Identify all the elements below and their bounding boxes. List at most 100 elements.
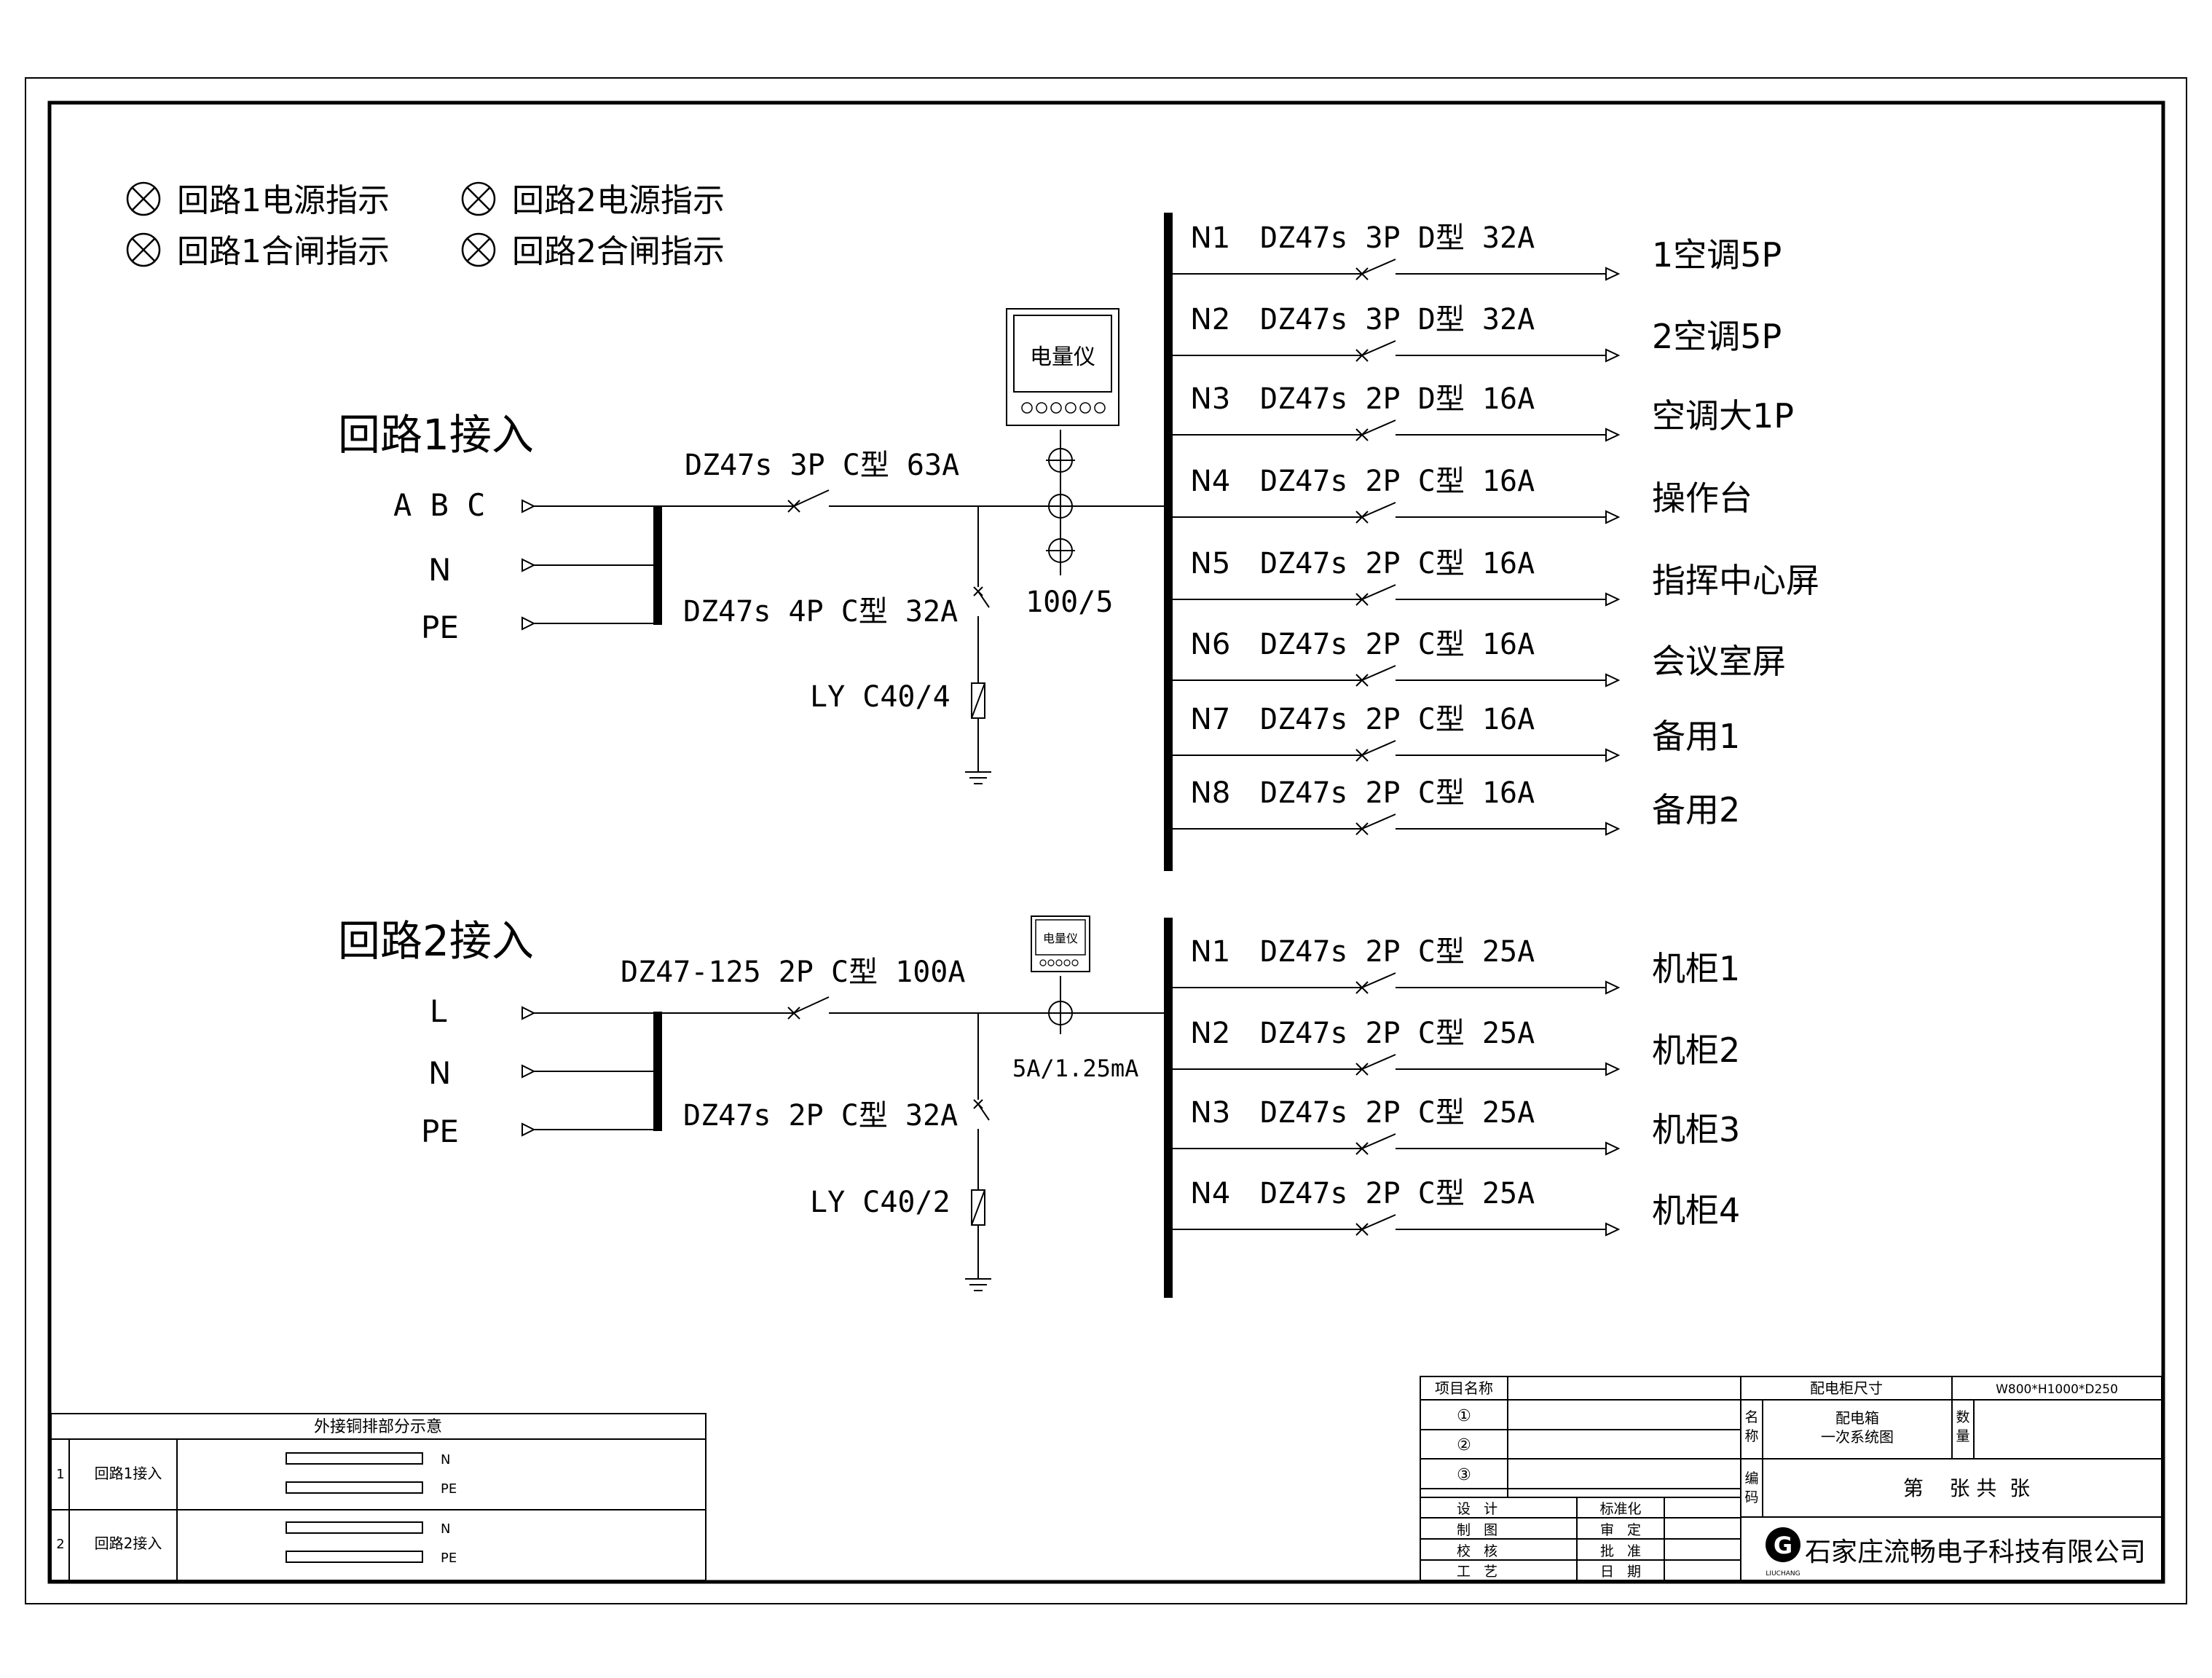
input-terminals [521, 1006, 656, 1137]
copper-bar-icon [286, 1551, 423, 1563]
quantity-label: 数 [1956, 1409, 1969, 1425]
item-number: ③ [1457, 1466, 1471, 1484]
branch-id: N4 [1190, 1177, 1230, 1210]
power-meter-icon [1031, 915, 1090, 972]
indicator-legend: 回路1电源指示 回路2电源指示 回路1合闸指示 回路2合闸指示 [126, 181, 725, 270]
branch-id: N1 [1190, 221, 1230, 255]
branch-circuit: N8 DZ47s 2P C型 16A 备用2 [1173, 776, 1740, 836]
power-meter-label: 电量仪 [1030, 344, 1095, 370]
circuit-1: 回路1接入 A B C N PE DZ47s 3P C型 63A [338, 213, 1173, 871]
branch-load-label: 备用2 [1652, 790, 1740, 830]
spd-label: LY C40/4 [810, 680, 950, 714]
drawing-frame [47, 101, 2165, 1584]
branch-breaker-label: DZ47s 2P C型 16A [1260, 703, 1535, 736]
item-number: ① [1457, 1407, 1471, 1425]
company-logo-icon: G LIUCHANG [1766, 1527, 1800, 1577]
current-transformer-icon [1046, 976, 1075, 1034]
branch-id: N3 [1190, 382, 1230, 416]
output-arrow-icon [1605, 748, 1621, 763]
spd-label: LY C40/2 [810, 1186, 950, 1219]
table-row-name: 回路2接入 [95, 1535, 162, 1552]
role-label: 制 图 [1457, 1522, 1497, 1538]
name-label: 名 [1744, 1409, 1758, 1425]
title-block: 项目名称 ① ② ③ 配电柜尺寸 W800*H1000*D250 名 称 配电箱… [1420, 1376, 2162, 1581]
branch-breaker-symbol [1173, 972, 1621, 995]
branch-load-label: 机柜2 [1652, 1031, 1740, 1070]
branch-breaker-label: DZ47s 3P D型 32A [1260, 221, 1535, 255]
role-label: 日 期 [1600, 1564, 1641, 1580]
neutral-label: N [428, 1055, 451, 1091]
branch-breaker-symbol [1173, 340, 1621, 363]
sheet-count: 第 张 共 张 [1903, 1476, 2030, 1500]
branch-breaker-symbol [1173, 1054, 1621, 1076]
output-arrow-icon [1605, 592, 1621, 607]
branch-load-label: 机柜4 [1652, 1191, 1740, 1230]
table-row-name: 回路1接入 [95, 1465, 162, 1482]
spd-breaker-label: DZ47s 4P C型 32A [683, 595, 958, 629]
phase-label: L [430, 993, 447, 1029]
branch-load-label: 空调大1P [1652, 396, 1794, 436]
output-arrow-icon [1605, 428, 1621, 442]
branch-breaker-label: DZ47s 2P C型 16A [1260, 547, 1535, 580]
output-arrow-icon [1605, 822, 1621, 836]
output-arrow-icon [1605, 1222, 1621, 1237]
name-label: 称 [1744, 1428, 1758, 1444]
branch-circuit: N3 DZ47s 2P C型 25A 机柜3 [1173, 1096, 1740, 1156]
pe-label: PE [421, 610, 459, 645]
copper-bar-icon [286, 1452, 423, 1465]
branch-circuit: N6 DZ47s 2P C型 16A 会议室屏 [1173, 628, 1786, 688]
code-label: 编 [1744, 1470, 1758, 1486]
indicator-lamp-icon [461, 181, 496, 216]
quantity-label: 量 [1956, 1428, 1969, 1444]
input-terminals [521, 499, 656, 631]
indicator-label: 回路1电源指示 [177, 182, 390, 219]
item-number: ② [1457, 1436, 1471, 1454]
branch-load-label: 机柜1 [1652, 949, 1740, 988]
branch-breaker-symbol [1173, 1133, 1621, 1156]
neutral-label: N [428, 552, 451, 588]
branch-id: N8 [1190, 776, 1230, 810]
role-label: 校 核 [1457, 1543, 1497, 1559]
branch-breaker-label: DZ47s 2P C型 16A [1260, 628, 1535, 661]
copper-bar-icon [286, 1481, 423, 1494]
branch-breaker-symbol [1173, 502, 1621, 524]
bar-label: N [441, 1452, 450, 1468]
ct-ratio-label: 100/5 [1026, 586, 1113, 619]
branch-breaker-label: DZ47s 2P C型 25A [1260, 935, 1535, 969]
circuit-2-title: 回路2接入 [338, 916, 534, 966]
code-label: 码 [1744, 1489, 1758, 1505]
role-label: 标准化 [1599, 1501, 1641, 1517]
branch-load-label: 备用1 [1652, 717, 1740, 756]
circuit-1-title: 回路1接入 [338, 410, 534, 460]
copper-bar-icon [286, 1521, 423, 1534]
company-name: 石家庄流畅电子科技有限公司 [1805, 1537, 2146, 1567]
branch-circuit: N3 DZ47s 2P D型 16A 空调大1P [1173, 382, 1794, 442]
branch-breaker-label: DZ47s 3P D型 32A [1260, 303, 1535, 336]
spd-branch [971, 1013, 990, 1279]
branch-breaker-label: DZ47s 2P C型 25A [1260, 1096, 1535, 1130]
circuit-2: 回路2接入 L N PE DZ47-125 2P C型 100A [338, 915, 1173, 1298]
table-row-number: 1 [56, 1467, 64, 1482]
branch-load-label: 机柜3 [1652, 1110, 1740, 1149]
ground-icon [965, 1278, 991, 1291]
branch-breaker-label: DZ47s 2P C型 16A [1260, 776, 1535, 810]
indicator-label: 回路1合闸指示 [177, 233, 390, 270]
busbar-table: 外接铜排部分示意 1 回路1接入 N PE 2 回路2接入 N PE [50, 1413, 706, 1581]
branch-id: N3 [1190, 1096, 1230, 1130]
output-arrow-icon [1605, 510, 1621, 524]
branch-load-label: 会议室屏 [1652, 642, 1786, 681]
output-arrow-icon [1605, 1141, 1621, 1156]
branch-breaker-symbol [1173, 814, 1621, 836]
branch-load-label: 指挥中心屏 [1652, 561, 1819, 600]
cabinet-size-value: W800*H1000*D250 [1996, 1382, 2118, 1397]
output-arrow-icon [1605, 348, 1621, 363]
cabinet-size-label: 配电柜尺寸 [1810, 1379, 1883, 1397]
branch-breaker-label: DZ47s 2P D型 16A [1260, 382, 1535, 416]
branch-id: N6 [1190, 628, 1230, 661]
branch-load-label: 2空调5P [1652, 317, 1782, 356]
bar-label: PE [441, 1481, 457, 1497]
